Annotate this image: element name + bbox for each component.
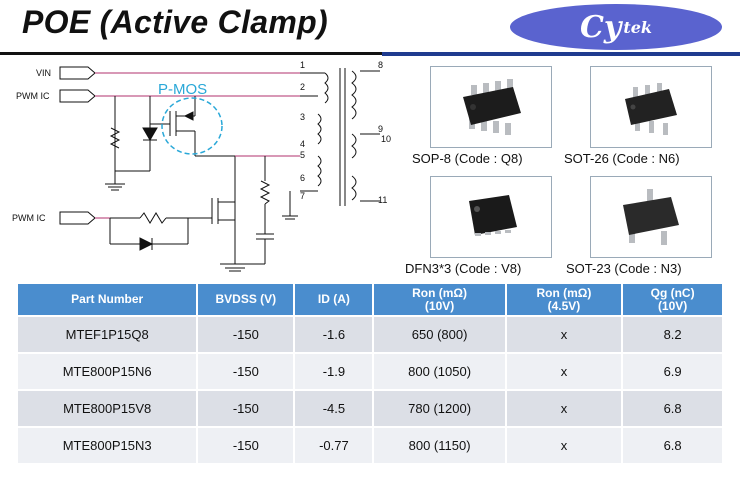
pwm-port-top <box>59 89 96 103</box>
col-header: BVDSS (V) <box>198 284 294 315</box>
vin-label: VIN <box>36 68 51 78</box>
col-header: Ron (mΩ) (10V) <box>374 284 505 315</box>
svg-text:10: 10 <box>381 134 391 144</box>
svg-text:4: 4 <box>300 139 305 149</box>
sot23-package-icon <box>590 176 712 258</box>
part-number: MTE800P15N6 <box>18 354 197 389</box>
svg-text:1: 1 <box>300 60 305 70</box>
sot26-package-icon <box>590 66 712 148</box>
part-number: MTE800P15V8 <box>18 391 197 426</box>
table-row: MTEF1P15Q8 -150 -1.6 650 (800) x 8.2 <box>18 317 722 352</box>
qg-cell: 6.9 <box>623 354 722 389</box>
title-rule-blue <box>382 52 740 56</box>
package-caption: DFN3*3 (Code : V8) <box>405 261 522 276</box>
ron-10v-cell: 780 (1200) <box>374 391 505 426</box>
ron-45v-cell: x <box>506 317 622 352</box>
ron-10v-cell: 650 (800) <box>374 317 505 352</box>
qg-cell: 6.8 <box>623 391 722 426</box>
svg-text:11: 11 <box>378 195 387 205</box>
ron-45v-cell: x <box>506 354 622 389</box>
package-caption: SOP-8 (Code : Q8) <box>412 151 523 166</box>
table-row: MTE800P15N3 -150 -0.77 800 (1150) x 6.8 <box>18 428 722 463</box>
svg-text:5: 5 <box>300 150 305 160</box>
bvdss-cell: -150 <box>198 428 294 463</box>
pwm-label-top: PWM IC <box>16 91 50 101</box>
ron-10v-cell: 800 (1150) <box>374 428 505 463</box>
id-cell: -1.9 <box>295 354 373 389</box>
table-row: MTE800P15V8 -150 -4.5 780 (1200) x 6.8 <box>18 391 722 426</box>
ron-45v-cell: x <box>506 391 622 426</box>
page-title: POE (Active Clamp) <box>22 4 328 40</box>
pwm-port-bottom <box>59 211 96 225</box>
active-clamp-schematic: VIN PWM IC PWM IC 1 2 3 4 5 6 7 8 9 10 1… <box>12 60 391 272</box>
dfn-package-icon <box>430 176 552 258</box>
pwm-label-bottom: PWM IC <box>12 213 46 223</box>
id-cell: -4.5 <box>295 391 373 426</box>
vin-port <box>59 66 96 80</box>
sop8-package-icon <box>430 66 552 148</box>
package-caption: SOT-23 (Code : N3) <box>566 261 682 276</box>
bvdss-cell: -150 <box>198 317 294 352</box>
svg-text:9: 9 <box>378 124 383 134</box>
qg-cell: 8.2 <box>623 317 722 352</box>
package-caption: SOT-26 (Code : N6) <box>564 151 680 166</box>
col-header: Part Number <box>18 284 197 315</box>
ron-45v-cell: x <box>506 428 622 463</box>
svg-text:7: 7 <box>300 191 305 201</box>
col-header: ID (A) <box>295 284 373 315</box>
spec-table: Part Number BVDSS (V) ID (A) Ron (mΩ) (1… <box>16 282 724 465</box>
table-row: MTE800P15N6 -150 -1.9 800 (1050) x 6.9 <box>18 354 722 389</box>
svg-text:6: 6 <box>300 173 305 183</box>
part-number: MTEF1P15Q8 <box>18 317 197 352</box>
table-header-row: Part Number BVDSS (V) ID (A) Ron (mΩ) (1… <box>18 284 722 315</box>
part-number: MTE800P15N3 <box>18 428 197 463</box>
col-header: Ron (mΩ) (4.5V) <box>506 284 622 315</box>
col-header: Qg (nC) (10V) <box>623 284 722 315</box>
title-rule-black <box>0 52 382 55</box>
pmos-label: P-MOS <box>158 81 207 98</box>
svg-text:2: 2 <box>300 82 305 92</box>
svg-text:3: 3 <box>300 112 305 122</box>
ron-10v-cell: 800 (1050) <box>374 354 505 389</box>
id-cell: -1.6 <box>295 317 373 352</box>
bvdss-cell: -150 <box>198 391 294 426</box>
id-cell: -0.77 <box>295 428 373 463</box>
qg-cell: 6.8 <box>623 428 722 463</box>
svg-text:8: 8 <box>378 60 383 70</box>
bvdss-cell: -150 <box>198 354 294 389</box>
